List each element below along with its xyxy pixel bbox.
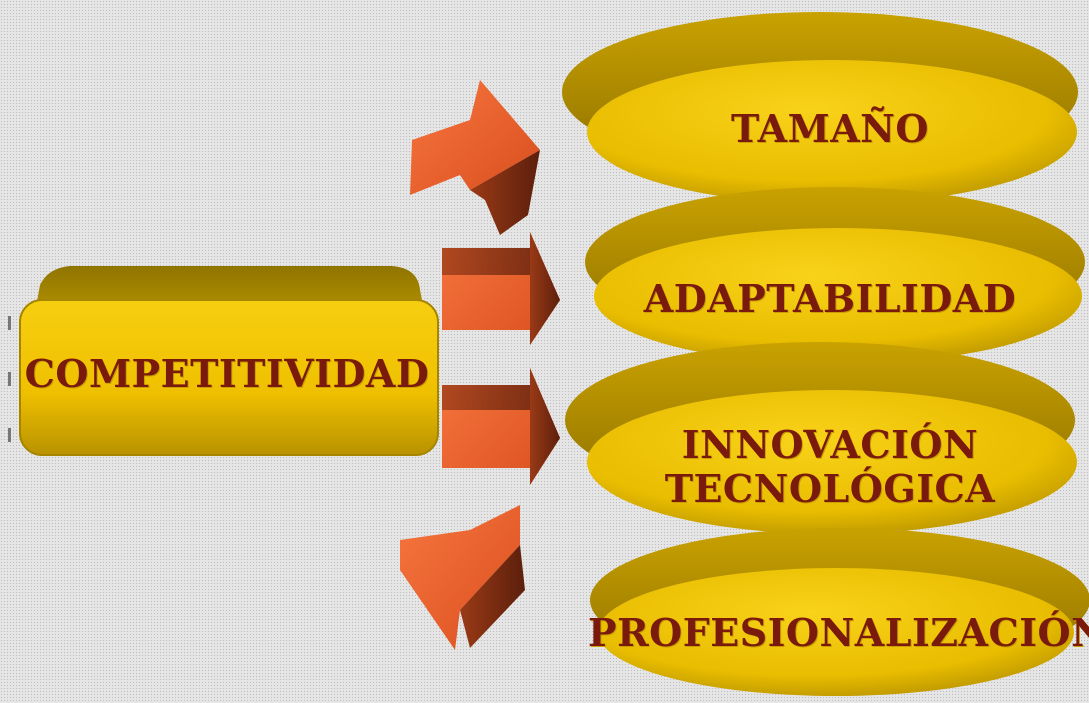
competitividad-label: COMPETITIVIDAD xyxy=(24,351,430,396)
factor-label-tamano: TAMAÑO xyxy=(730,106,930,151)
factor-label-profesionalizacion: PROFESIONALIZACIÓN xyxy=(588,610,1089,655)
left-edge-tick xyxy=(8,428,11,442)
factor-label-adaptabilidad: ADAPTABILIDAD xyxy=(643,276,1017,321)
factor-ellipse-tamano xyxy=(562,12,1078,204)
factor-ellipse-adaptabilidad xyxy=(585,187,1085,364)
factor-label-innovacion: INNOVACIÓN TECNOLÓGICA xyxy=(664,422,996,511)
competitividad-box xyxy=(19,266,439,456)
factor-ellipse-profesionalizacion xyxy=(590,528,1089,696)
arrow-up xyxy=(410,80,540,235)
arrow-right-1 xyxy=(442,232,560,345)
left-edge-tick xyxy=(8,372,11,386)
arrow-right-2 xyxy=(442,368,560,485)
left-edge-tick xyxy=(8,316,11,330)
factor-ellipse-innovacion xyxy=(565,342,1077,534)
arrow-down xyxy=(400,505,525,650)
